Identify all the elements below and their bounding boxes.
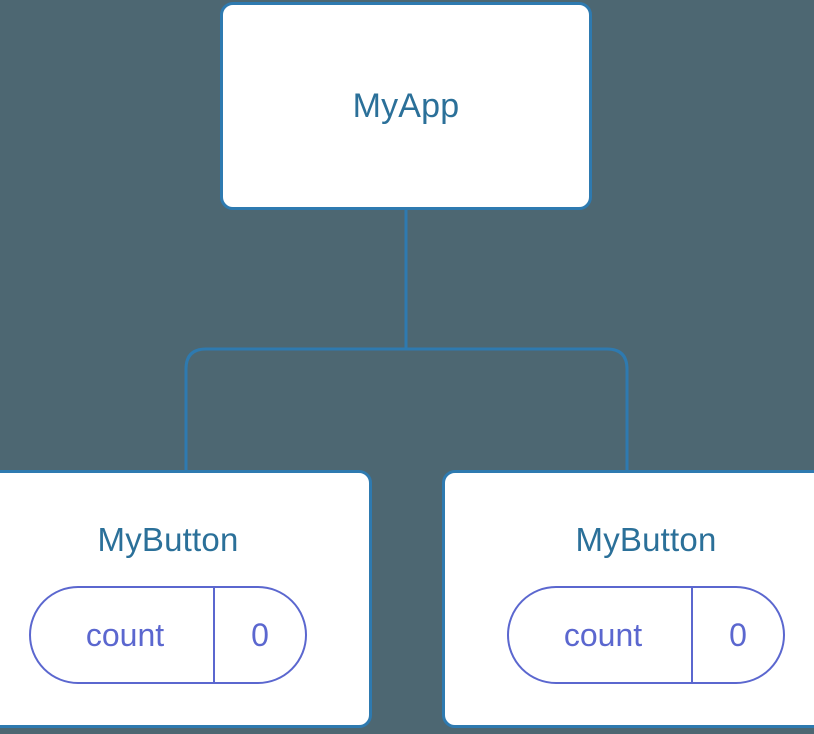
state-pill-2-value: 0 <box>691 588 783 682</box>
connector-branch-left <box>184 347 406 470</box>
node-myapp-label: MyApp <box>352 87 460 125</box>
state-pill-1[interactable]: count 0 <box>29 586 307 684</box>
state-pill-1-value: 0 <box>213 588 305 682</box>
state-pill-2-key: count <box>563 617 643 653</box>
node-mybutton-2[interactable]: MyButton count 0 <box>442 470 814 728</box>
state-pill-2[interactable]: count 0 <box>507 586 785 684</box>
state-pill-1-key: count <box>85 617 165 653</box>
node-mybutton-1[interactable]: MyButton count 0 <box>0 470 372 728</box>
node-myapp[interactable]: MyApp <box>220 2 592 210</box>
node-mybutton-1-label: MyButton <box>97 521 239 558</box>
node-mybutton-2-label: MyButton <box>575 521 717 558</box>
connector-branch-right <box>406 347 629 470</box>
